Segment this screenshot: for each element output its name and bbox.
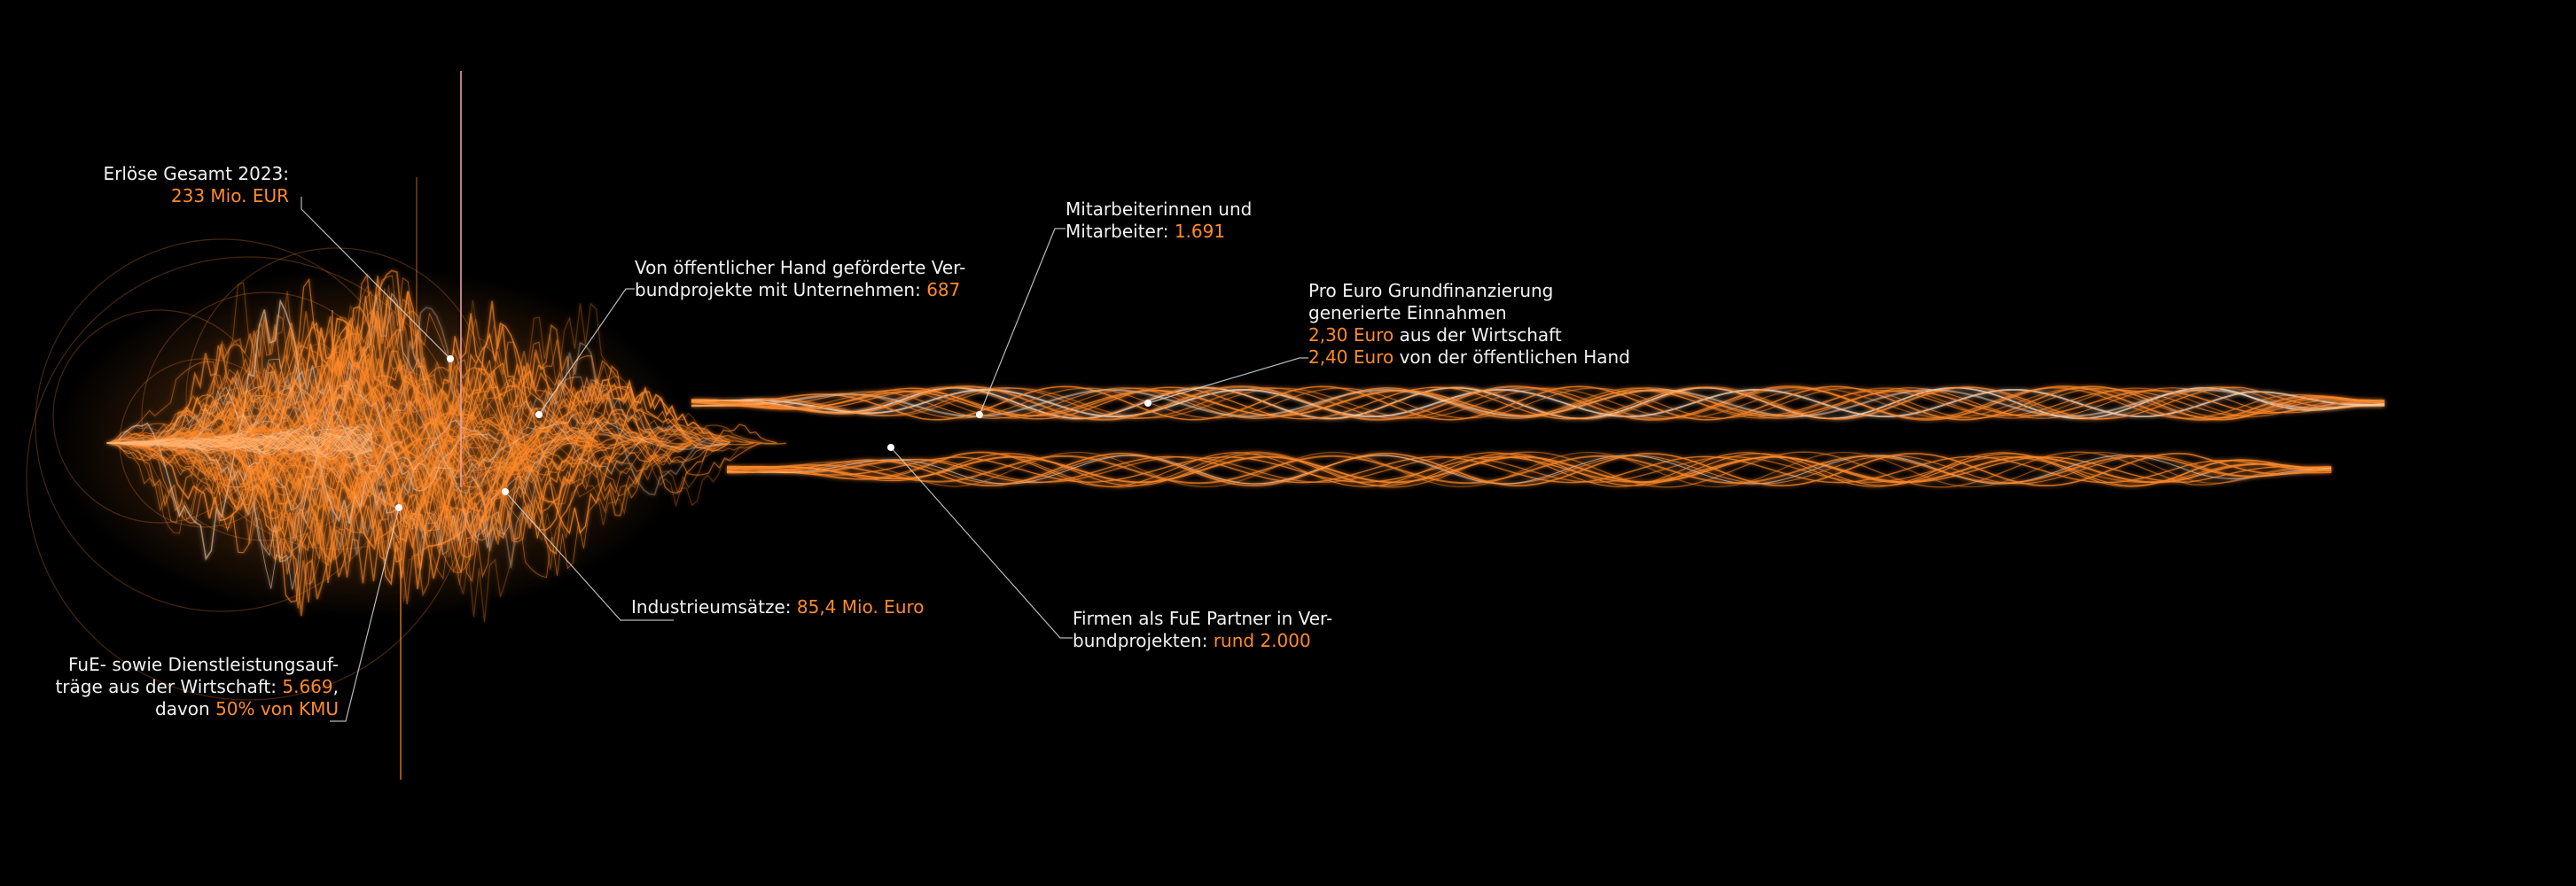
orbit-circle bbox=[35, 238, 409, 612]
chaos-strand bbox=[152, 298, 701, 583]
wave-strand bbox=[726, 453, 2332, 486]
verbund-line1: Von öffentlicher Hand geförderte Ver- bbox=[635, 257, 966, 278]
fue-line3: davon bbox=[155, 698, 216, 719]
tail-strand bbox=[105, 433, 373, 454]
wave-strand bbox=[726, 452, 2332, 487]
wave-strand bbox=[691, 385, 2385, 421]
chaos-strand bbox=[178, 362, 621, 563]
label-erloese: Erlöse Gesamt 2023: 233 Mio. EUR bbox=[71, 163, 289, 207]
leader-dot bbox=[1144, 400, 1151, 407]
wave-strand bbox=[727, 452, 2332, 487]
chaos-strand bbox=[161, 313, 647, 586]
chaos-strand bbox=[218, 419, 511, 473]
proeuro-value1: 2,30 Euro bbox=[1308, 324, 1394, 346]
leader-line bbox=[301, 197, 451, 360]
tail-strand bbox=[105, 426, 373, 458]
fue-line2: träge aus der Wirtschaft: bbox=[55, 676, 283, 697]
leader-dot bbox=[395, 504, 402, 511]
label-verbund: Von öffentlicher Hand geförderte Ver- bu… bbox=[635, 257, 965, 301]
fue-value2: 50% von KMU bbox=[215, 698, 339, 719]
leader-dot bbox=[535, 411, 543, 418]
leader-line bbox=[1147, 357, 1308, 404]
leader-dot bbox=[502, 488, 509, 495]
tail-strand bbox=[105, 429, 373, 459]
fue-value1: 5.669 bbox=[282, 676, 333, 697]
erloese-value: 233 Mio. EUR bbox=[170, 185, 289, 206]
chaos-strand bbox=[121, 282, 398, 585]
chaos-strand bbox=[132, 333, 628, 540]
chaos-strand bbox=[112, 314, 395, 525]
leader-dot bbox=[447, 355, 454, 362]
firmen-line2: bundprojekten: bbox=[1073, 630, 1214, 651]
wave-strand bbox=[691, 390, 2385, 416]
orbit-circle bbox=[26, 256, 471, 701]
chaotic-strands bbox=[105, 269, 787, 623]
proeuro-line1: Pro Euro Grundfinanzierung bbox=[1308, 280, 1554, 301]
mitarbeiter-line1: Mitarbeiterinnen und bbox=[1066, 198, 1253, 220]
chaos-strand bbox=[108, 317, 598, 540]
verbund-value: 687 bbox=[926, 279, 961, 300]
firmen-value: rund 2.000 bbox=[1213, 630, 1311, 651]
wave-strand bbox=[727, 453, 2332, 486]
verbund-line2: bundprojekte mit Unternehmen: bbox=[635, 279, 927, 300]
chaos-strand bbox=[171, 288, 566, 587]
industrie-value: 85,4 Mio. Euro bbox=[796, 596, 925, 618]
chaos-strand bbox=[158, 392, 754, 487]
proeuro-text1: aus der Wirtschaft bbox=[1393, 324, 1562, 346]
chaos-strand bbox=[160, 358, 560, 486]
wave-strand bbox=[726, 451, 2332, 488]
proeuro-value2: 2,40 Euro bbox=[1308, 346, 1394, 368]
wave-strand bbox=[726, 455, 2332, 485]
erloese-title: Erlöse Gesamt 2023: bbox=[103, 163, 289, 184]
firmen-line1: Firmen als FuE Partner in Ver- bbox=[1073, 608, 1333, 629]
mitarbeiter-value: 1.691 bbox=[1174, 221, 1226, 242]
wave-strand bbox=[726, 455, 2332, 484]
leader-lines bbox=[301, 197, 1308, 722]
chaos-strand bbox=[174, 275, 701, 579]
leader-dot bbox=[976, 411, 983, 418]
vertical-spikes bbox=[332, 71, 462, 780]
leader-line bbox=[330, 507, 400, 722]
wave-strand bbox=[726, 455, 2332, 485]
leader-dot bbox=[887, 444, 894, 451]
chaos-strand bbox=[228, 273, 490, 553]
leader-line bbox=[890, 447, 1073, 639]
leader-line bbox=[979, 228, 1066, 416]
fue-sep: , bbox=[332, 676, 339, 697]
chaos-strand bbox=[121, 407, 590, 495]
chaos-strand bbox=[113, 411, 652, 472]
chaos-strand bbox=[185, 397, 729, 494]
chaos-strand bbox=[233, 291, 363, 530]
chaos-strand bbox=[154, 276, 756, 623]
label-firmen: Firmen als FuE Partner in Ver- bundproje… bbox=[1073, 608, 1332, 652]
proeuro-text2: von der öffentlichen Hand bbox=[1393, 346, 1630, 368]
leader-line bbox=[504, 491, 674, 621]
wave-strand bbox=[691, 387, 2385, 419]
industrie-line1: Industrieumsätze: bbox=[631, 596, 797, 618]
chaos-strand bbox=[222, 413, 722, 478]
proeuro-line2: generierte Einnahmen bbox=[1308, 302, 1507, 323]
chaos-strand bbox=[159, 351, 548, 527]
chaos-strand bbox=[179, 321, 388, 554]
fue-line1: FuE- sowie Dienstleistungsauf- bbox=[68, 654, 339, 675]
label-fue: FuE- sowie Dienstleistungsauf- träge aus… bbox=[35, 654, 339, 720]
chaos-strand bbox=[199, 350, 727, 541]
label-pro-euro: Pro Euro Grundfinanzierung generierte Ei… bbox=[1308, 280, 1630, 369]
tail-strand bbox=[105, 424, 373, 460]
label-mitarbeiter: Mitarbeiterinnen und Mitarbeiter: 1.691 bbox=[1066, 198, 1252, 243]
label-industrie: Industrieumsätze: 85,4 Mio. Euro bbox=[631, 596, 925, 618]
wave-strand bbox=[691, 388, 2385, 418]
chaos-strand bbox=[183, 345, 408, 560]
chaos-strand bbox=[169, 367, 692, 519]
mitarbeiter-line2: Mitarbeiter: bbox=[1066, 221, 1175, 242]
leader-line bbox=[538, 288, 635, 416]
chaos-strand bbox=[160, 356, 693, 518]
wave-strands bbox=[691, 385, 2385, 488]
